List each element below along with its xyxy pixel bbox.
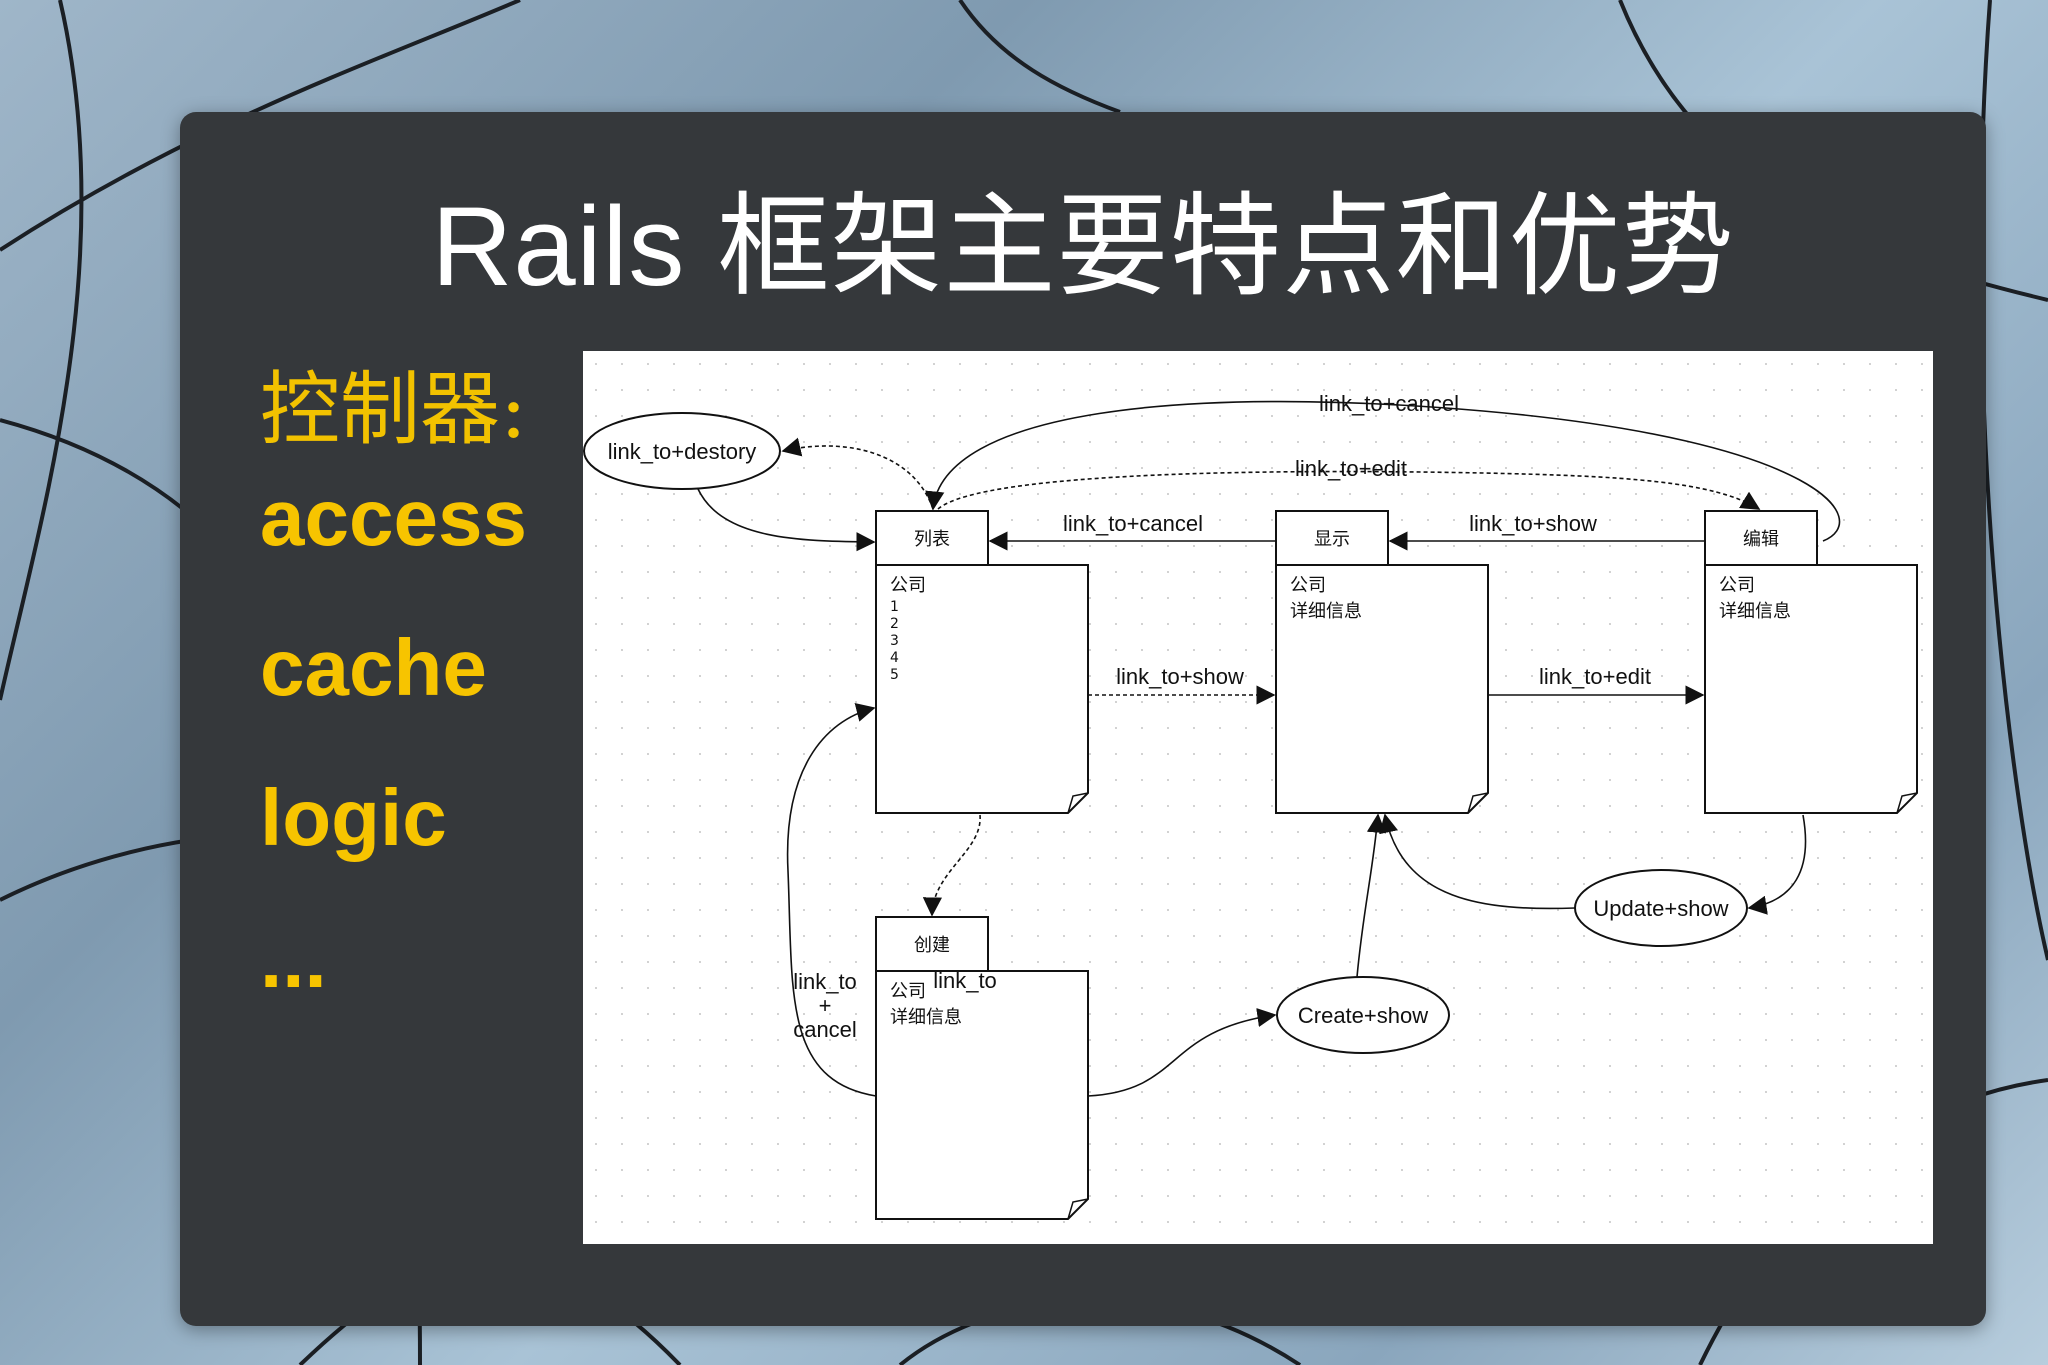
label-show-to-list: link_to+cancel (1063, 511, 1203, 536)
ellipse-update: Update+show (1574, 869, 1748, 947)
edge-destroy-to-list (697, 488, 876, 552)
edge-list-to-edit-top (937, 470, 1761, 510)
node-show-line-0: 公司 (1290, 575, 1326, 596)
node-list-line-5: 5 (890, 667, 899, 683)
controller-list: 控制器: access cache logic ... (260, 362, 560, 1004)
edge-update-to-show (1379, 813, 1576, 910)
flow-diagram-svg: 列表 公司 1 2 3 4 5 显示 公司 详细信息 (583, 391, 1918, 1220)
edge-create-to-createshow (1087, 1007, 1277, 1097)
label-show-to-edit: link_to+edit (1539, 664, 1651, 689)
edge-create-to-list (786, 703, 877, 1097)
node-edit-title: 编辑 (1743, 529, 1779, 550)
keyword-ellipsis: ... (260, 915, 327, 1004)
ellipse-create-show: Create+show (1276, 976, 1450, 1054)
node-list: 列表 公司 1 2 3 4 5 (875, 510, 1089, 814)
label-edit-to-show: link_to+show (1469, 511, 1597, 536)
node-list-line-1: 1 (890, 599, 899, 615)
label-create-cancel-2: cancel (793, 1017, 857, 1042)
node-list-line-3: 3 (890, 633, 899, 649)
label-create-cancel-0: link_to (793, 969, 857, 994)
node-create: 创建 公司 详细信息 (875, 916, 1089, 1220)
ellipse-create-show-label: Create+show (1298, 1003, 1428, 1028)
flow-diagram: 列表 公司 1 2 3 4 5 显示 公司 详细信息 (583, 351, 1933, 1244)
node-list-line-0: 公司 (890, 575, 926, 596)
node-edit-line-1: 详细信息 (1719, 601, 1791, 622)
label-list-to-show: link_to+show (1116, 664, 1244, 689)
node-list-line-4: 4 (890, 650, 899, 666)
node-edit: 编辑 公司 详细信息 (1704, 510, 1918, 814)
edge-list-to-destroy (781, 437, 934, 510)
controller-heading: 控制器: (260, 363, 527, 456)
edge-edit-to-update (1747, 814, 1807, 915)
node-list-title: 列表 (914, 529, 950, 550)
label-list-to-create: link_to (933, 968, 997, 993)
node-create-title: 创建 (914, 935, 950, 956)
node-show-title: 显示 (1314, 529, 1350, 550)
node-show: 显示 公司 详细信息 (1275, 510, 1489, 814)
label-top-edit: link_to+edit (1295, 456, 1407, 481)
node-create-line-0: 公司 (890, 981, 926, 1002)
keyword-cache: cache (260, 623, 487, 712)
node-show-line-1: 详细信息 (1290, 601, 1362, 622)
node-edit-line-0: 公司 (1719, 575, 1755, 596)
label-create-cancel-1: + (819, 993, 832, 1018)
edge-edit-to-list-top (925, 400, 1841, 542)
keyword-logic: logic (260, 773, 447, 862)
edge-list-to-create (922, 814, 981, 917)
ellipse-update-label: Update+show (1593, 896, 1728, 921)
edge-createshow-to-show (1356, 813, 1386, 978)
ellipse-destroy-label: link_to+destory (608, 439, 757, 464)
ellipse-destroy: link_to+destory (583, 412, 781, 490)
node-list-line-2: 2 (890, 616, 899, 632)
slide-title: Rails 框架主要特点和优势 (431, 184, 1735, 309)
keyword-access: access (260, 473, 527, 562)
slide-panel: Rails 框架主要特点和优势 控制器: access cache logic … (180, 112, 1986, 1326)
label-top-cancel: link_to+cancel (1319, 391, 1459, 416)
node-create-line-1: 详细信息 (890, 1007, 962, 1028)
